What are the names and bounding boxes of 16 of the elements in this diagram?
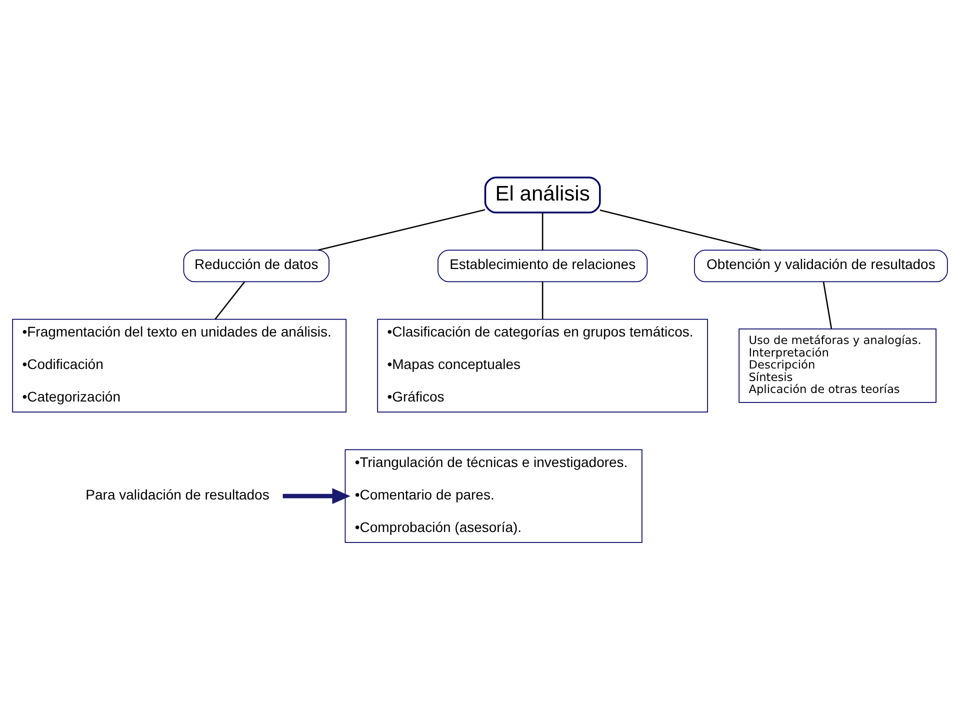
connector [822, 282, 832, 329]
node-box: Obtención y validación de resultados [694, 250, 948, 282]
node-text: Para validación de resultados [86, 486, 270, 502]
connector [600, 209, 762, 251]
connector [318, 209, 486, 251]
node-box: Uso de metáforas y analogías. Interpretación Descripción Síntesis Aplicación de otras teorías [738, 328, 936, 403]
connector [542, 282, 544, 320]
connector [542, 212, 544, 250]
node-box: •Fragmentación del texto en unidades de análisis. •Codificación •Categorización [12, 318, 347, 413]
node-box: •Clasificación de categorías en grupos temáticos. •Mapas conceptuales •Gráficos [377, 318, 708, 413]
arrow [282, 488, 350, 504]
node-box: •Triangulación de técnicas e investigadores. •Comentario de pares. •Comprobación (asesoría). [344, 449, 642, 543]
connector [214, 281, 246, 320]
node-box: Reducción de datos [183, 250, 330, 282]
node-box: El análisis [484, 176, 601, 214]
node-box: Establecimiento de relaciones [438, 250, 648, 282]
